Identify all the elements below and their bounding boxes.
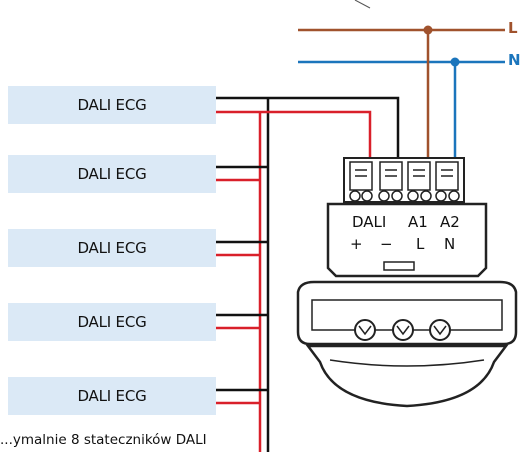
adjust-knob-2 (392, 319, 414, 341)
terminal-label-a1: A1 (408, 213, 428, 231)
ecg-box-4: DALI ECG (8, 303, 216, 341)
line-label: L (508, 19, 518, 37)
terminal-label-l: L (416, 235, 425, 253)
device-housing (326, 202, 488, 278)
terminal-label-minus: − (380, 235, 393, 253)
ecg-box-3: DALI ECG (8, 229, 216, 267)
top-lead (354, 0, 371, 9)
terminal-label-n: N (444, 235, 456, 253)
sensor-device (296, 157, 518, 408)
ecg-box-2: DALI ECG (8, 155, 216, 193)
terminal-label-dali: DALI (352, 213, 387, 231)
ecg-box-1: DALI ECG (8, 86, 216, 124)
neutral-label: N (508, 51, 521, 69)
dali-minus-wire (216, 96, 400, 185)
terminal-screws (349, 161, 460, 202)
adjust-knob-3 (429, 319, 451, 341)
status-slot (383, 261, 415, 271)
terminal-label-a2: A2 (440, 213, 460, 231)
adjust-knob-1 (354, 319, 376, 341)
ecg-box-5: DALI ECG (8, 377, 216, 415)
max-ecg-note: ...ymalnie 8 stateczników DALI (0, 432, 207, 448)
line-junction (423, 25, 433, 35)
neutral-junction (450, 57, 460, 67)
terminal-label-plus: + (350, 235, 363, 253)
lens-dome (305, 344, 509, 408)
